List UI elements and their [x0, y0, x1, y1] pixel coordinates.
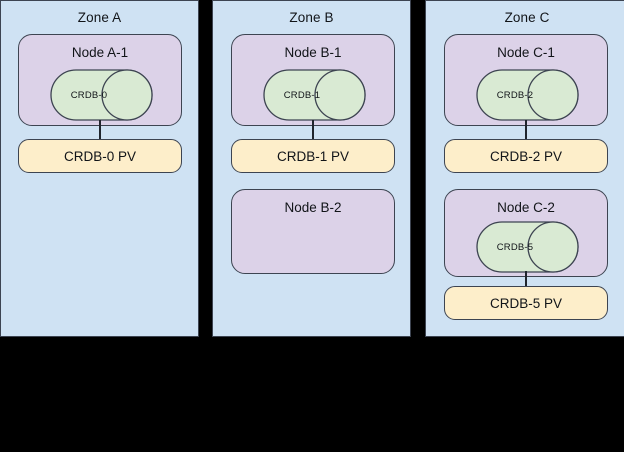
node-box-b-2[interactable]: Node B-2	[231, 189, 395, 274]
pv-box-crdb-2[interactable]: CRDB-2 PV	[444, 139, 608, 173]
pv-label-crdb-0: CRDB-0 PV	[63, 148, 136, 164]
node-label-c-1: Node C-1	[497, 45, 555, 60]
pod-label-crdb-1: CRDB-1	[283, 89, 321, 101]
pv-label-crdb-1: CRDB-1 PV	[276, 148, 349, 164]
node-box-c-2[interactable]: Node C-2 CRDB-5	[444, 189, 608, 277]
cylinder-shape	[476, 221, 579, 273]
zone-label-c: Zone C	[504, 10, 550, 25]
pod-cylinder-crdb-5[interactable]: CRDB-5	[476, 221, 579, 273]
pod-cylinder-crdb-1[interactable]: CRDB-1	[263, 69, 366, 121]
node-box-a-1[interactable]: Node A-1 CRDB-0	[18, 34, 182, 126]
cylinder-shape	[476, 69, 579, 121]
pod-label-crdb-0: CRDB-0	[70, 89, 108, 101]
zone-label-b: Zone B	[289, 10, 334, 25]
pod-label-crdb-5: CRDB-5	[496, 241, 534, 253]
node-label-b-2: Node B-2	[284, 200, 342, 215]
pod-cylinder-crdb-0[interactable]: CRDB-0	[50, 69, 153, 121]
connector-b-1	[312, 120, 314, 141]
pod-cylinder-crdb-2[interactable]: CRDB-2	[476, 69, 579, 121]
pv-label-crdb-2: CRDB-2 PV	[489, 148, 562, 164]
pod-label-crdb-2: CRDB-2	[496, 89, 534, 101]
zone-container-c[interactable]: Zone C Node C-1 CRDB-2 CRDB-2 PV Node C-…	[425, 0, 624, 337]
node-label-c-2: Node C-2	[497, 200, 555, 215]
cylinder-shape	[50, 69, 153, 121]
connector-a-1	[99, 120, 101, 141]
pv-label-crdb-5: CRDB-5 PV	[489, 295, 562, 311]
pv-box-crdb-1[interactable]: CRDB-1 PV	[231, 139, 395, 173]
zone-container-a[interactable]: Zone A Node A-1 CRDB-0 CRDB-0 PV	[0, 0, 199, 337]
node-box-b-1[interactable]: Node B-1 CRDB-1	[231, 34, 395, 126]
pv-box-crdb-0[interactable]: CRDB-0 PV	[18, 139, 182, 173]
node-label-a-1: Node A-1	[71, 45, 129, 60]
zone-container-b[interactable]: Zone B Node B-1 CRDB-1 CRDB-1 PV Node B-…	[212, 0, 411, 337]
zone-label-a: Zone A	[77, 10, 122, 25]
cylinder-shape	[263, 69, 366, 121]
connector-c-1	[525, 120, 527, 141]
pv-box-crdb-5[interactable]: CRDB-5 PV	[444, 286, 608, 320]
connector-c-2	[525, 271, 527, 288]
node-box-c-1[interactable]: Node C-1 CRDB-2	[444, 34, 608, 126]
node-label-b-1: Node B-1	[284, 45, 342, 60]
